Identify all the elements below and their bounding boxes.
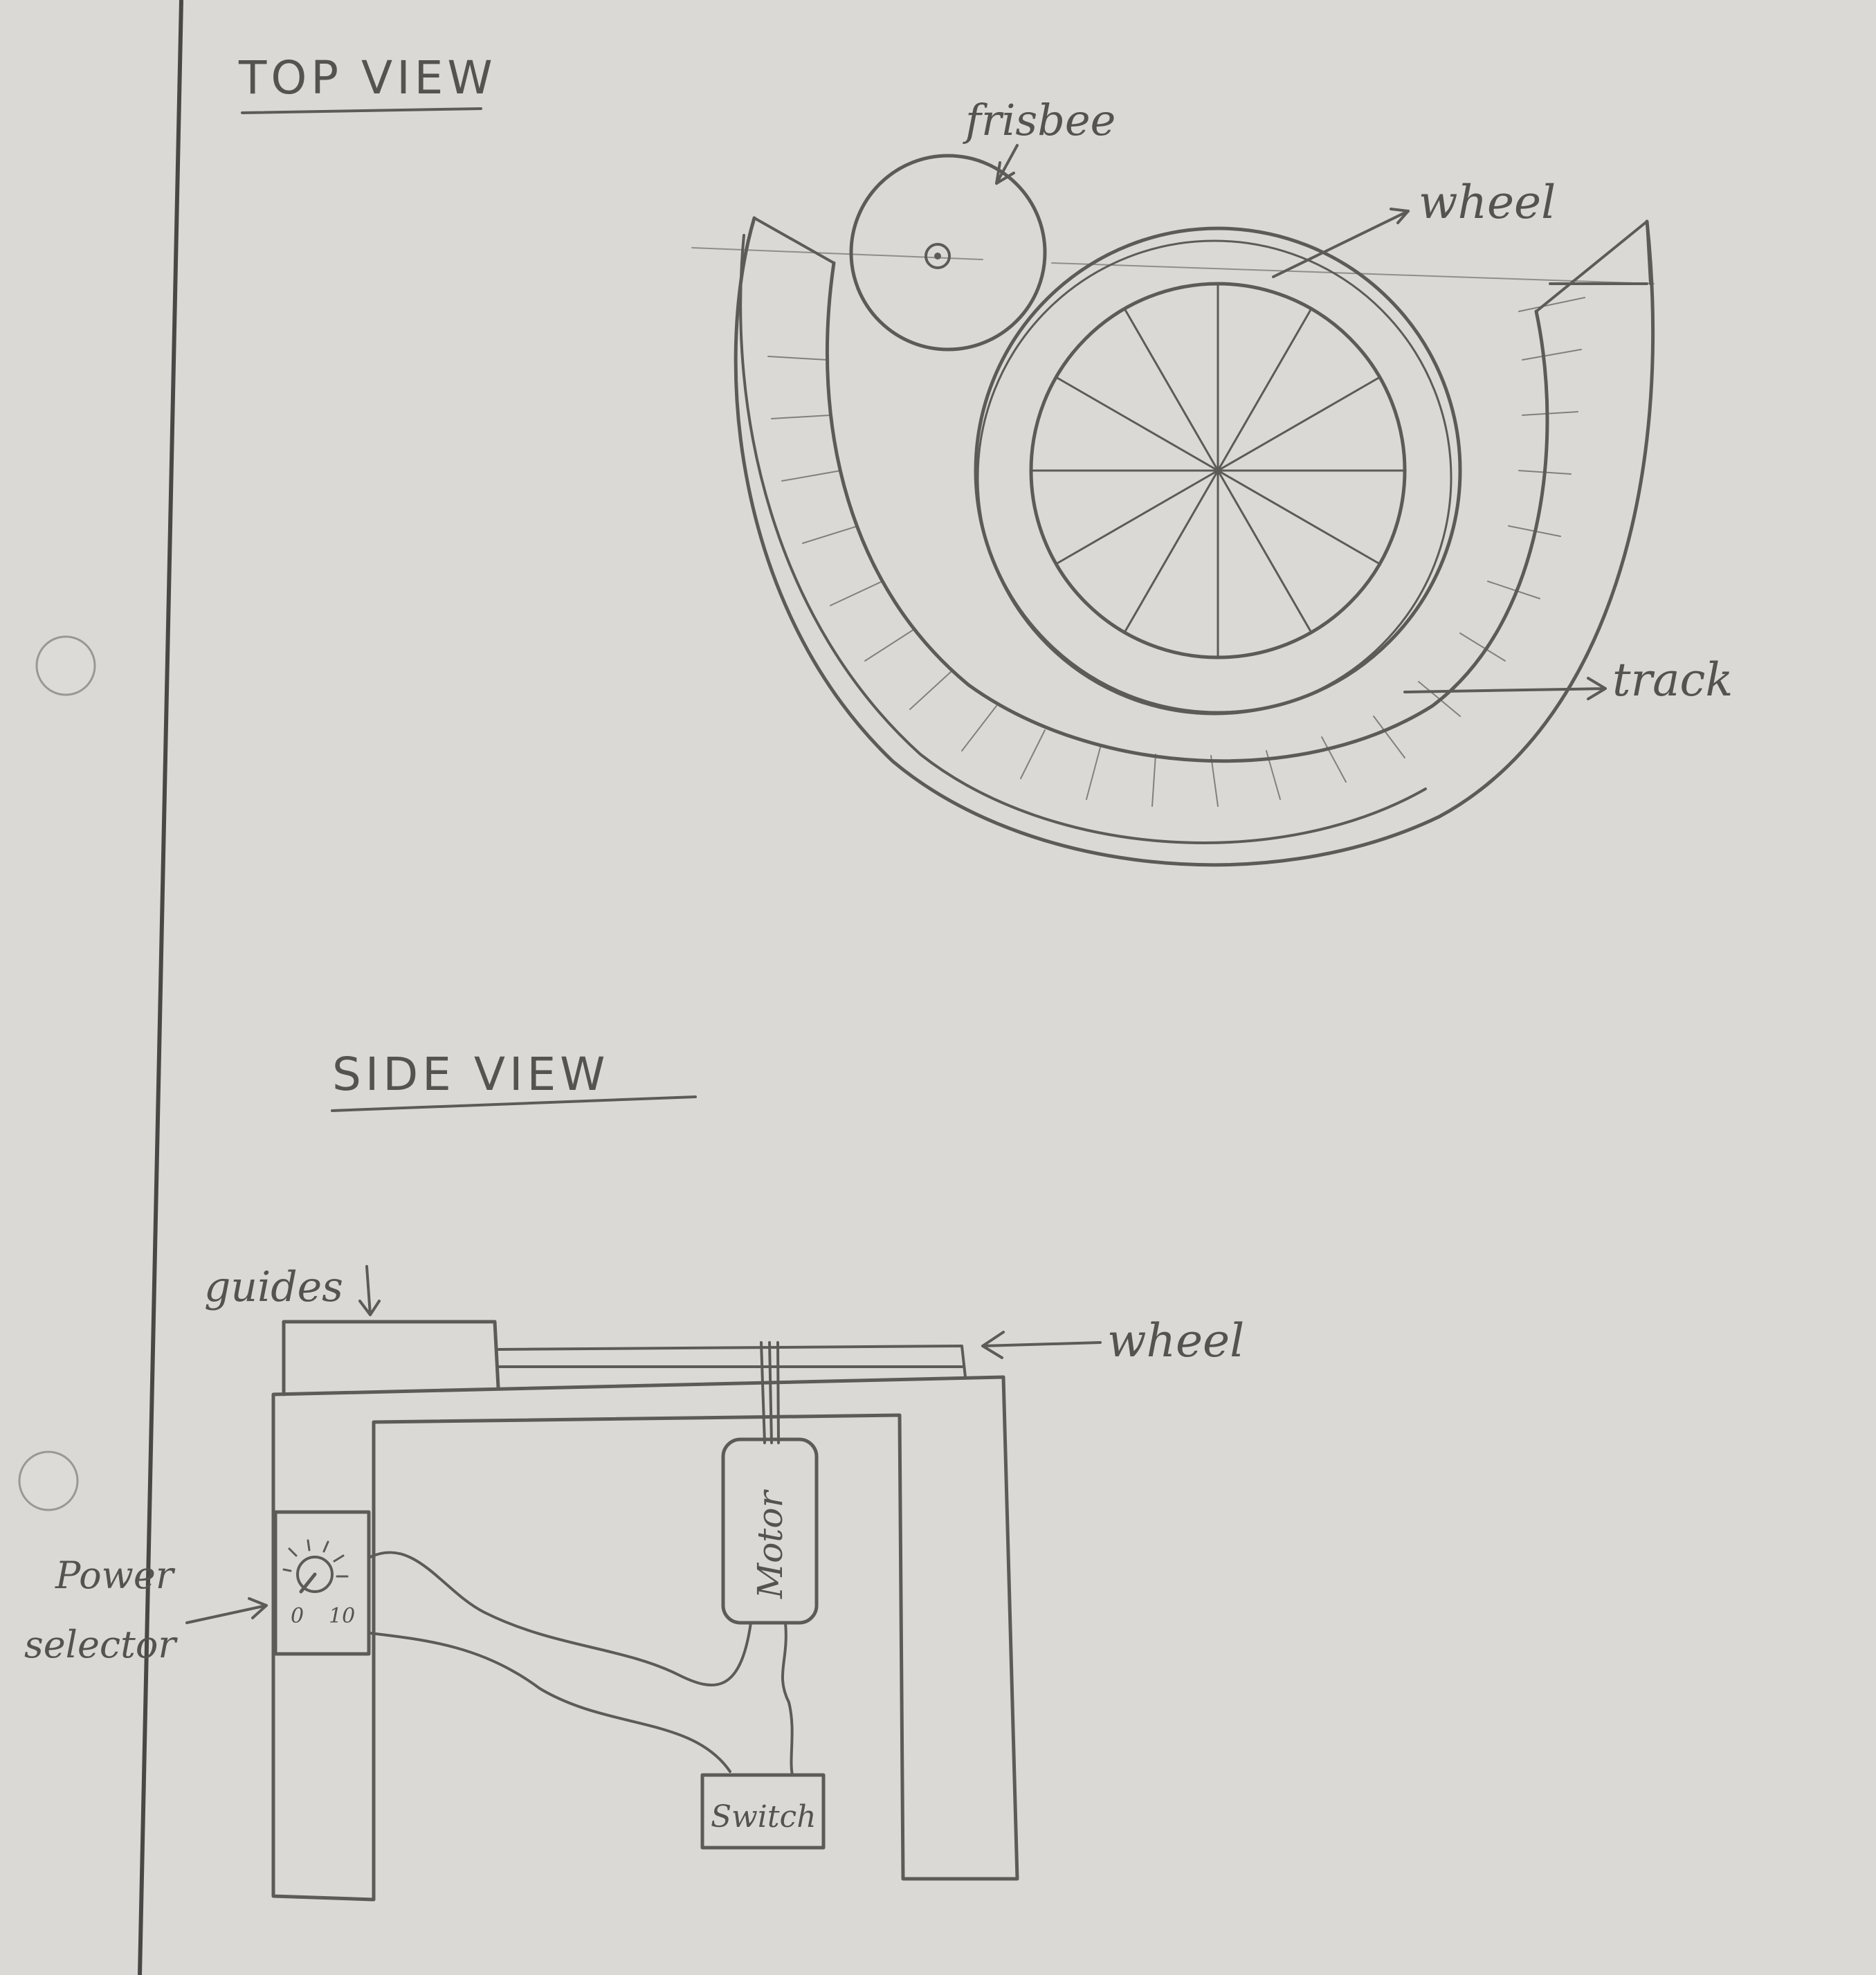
top-view: TOP VIEW (238, 51, 1733, 867)
label-power-line2: selector (24, 1623, 178, 1666)
punch-hole-bottom (18, 1450, 79, 1511)
label-wheel-top: wheel (1419, 176, 1556, 229)
motor-body (721, 1437, 819, 1625)
dial-ticks (282, 1539, 349, 1578)
guides-block (282, 1320, 500, 1396)
frisbee-axis-right (1051, 262, 1655, 284)
label-guides: guides (204, 1263, 343, 1311)
switch-box (700, 1773, 826, 1850)
frisbee-arrow (995, 144, 1019, 185)
motor-shaft (760, 1341, 780, 1444)
wheel-top (974, 226, 1462, 716)
track-outer-wall (734, 216, 1655, 867)
wheel-spokes (1030, 282, 1406, 659)
track-hatching (767, 297, 1585, 807)
side-view: SIDE VIEW 0 1 (24, 1048, 1244, 1902)
wheel-side-arrow (981, 1331, 1102, 1359)
wheel-outer-rim-double (976, 239, 1452, 716)
label-power-line1: Power (55, 1554, 176, 1597)
side-view-heading: SIDE VIEW (332, 1048, 609, 1101)
frame-outer (271, 1375, 1019, 1902)
wheel-outer-rim (974, 226, 1462, 715)
frisbee-center (925, 243, 951, 269)
dial-max-label: 10 (329, 1604, 355, 1628)
guides-arrow (358, 1265, 381, 1316)
top-view-heading: TOP VIEW (238, 51, 497, 104)
margin-line (138, 0, 183, 1975)
wheel-top-arrow (1272, 208, 1410, 278)
side-view-heading-underline (331, 1095, 697, 1112)
motor-label: Motor (750, 1489, 790, 1599)
track (734, 216, 1655, 867)
frisbee-disc (849, 154, 1047, 352)
dial-min-label: 0 (291, 1604, 304, 1628)
top-view-heading-underline (241, 107, 482, 114)
label-wheel-side: wheel (1107, 1314, 1244, 1367)
power-selector-panel (273, 1510, 371, 1656)
track-inner-wall (825, 261, 1549, 763)
switch-label: Switch (711, 1799, 817, 1835)
punch-hole-top (35, 635, 96, 696)
wheel-side (497, 1345, 967, 1378)
frisbee (691, 154, 1655, 352)
dial-pointer (299, 1572, 317, 1594)
track-outer-rim (739, 234, 1427, 844)
frisbee-axis (691, 247, 983, 260)
label-frisbee: frisbee (963, 95, 1115, 145)
power-selector-arrow (185, 1597, 268, 1624)
dial-knob (296, 1556, 334, 1593)
label-track: track (1612, 653, 1733, 707)
power-dial: 0 10 (282, 1539, 355, 1628)
wires (369, 1551, 794, 1776)
track-arrow (1403, 677, 1607, 700)
